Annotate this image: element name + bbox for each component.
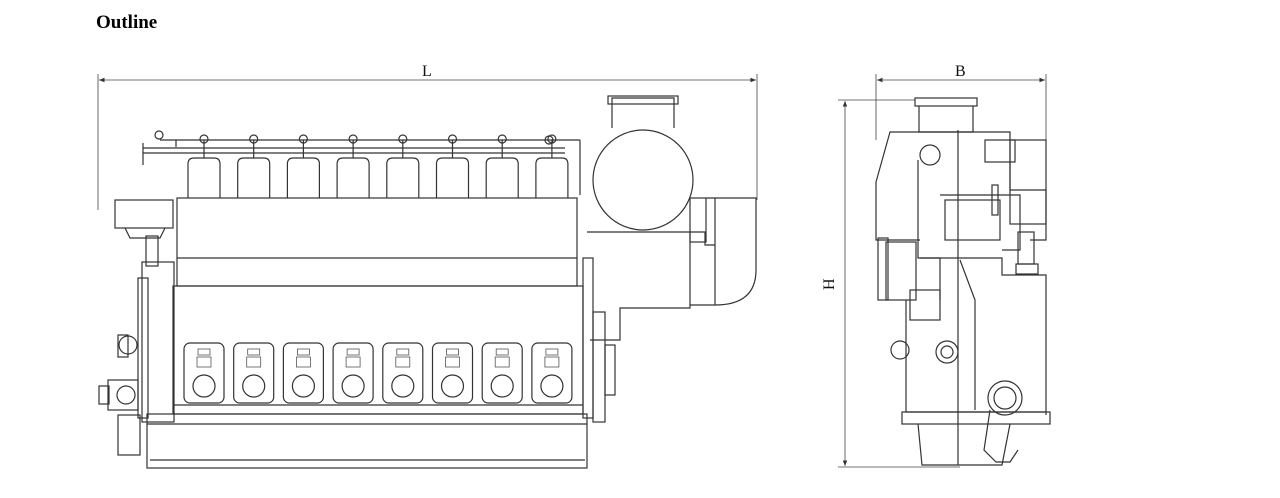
door-tag bbox=[296, 348, 310, 356]
door-cover bbox=[490, 374, 514, 398]
length-label: L bbox=[422, 63, 432, 80]
inspection-door bbox=[382, 342, 424, 404]
door-latch bbox=[395, 356, 411, 368]
cylinder-unit bbox=[233, 134, 275, 404]
cylinder-head bbox=[435, 157, 470, 198]
door-latch bbox=[295, 356, 311, 368]
cylinder-head bbox=[237, 157, 271, 198]
inspection-door bbox=[431, 342, 474, 404]
door-cover bbox=[540, 374, 564, 398]
height-label: H bbox=[821, 278, 838, 290]
inspection-door bbox=[282, 342, 324, 404]
inspection-door bbox=[183, 342, 225, 404]
cylinder-unit bbox=[481, 134, 523, 404]
cylinder-head bbox=[535, 157, 569, 198]
door-latch bbox=[544, 356, 560, 368]
inspection-door bbox=[531, 342, 573, 404]
cylinder-unit bbox=[183, 134, 225, 404]
cylinder-unit bbox=[282, 134, 324, 404]
cylinder-unit bbox=[382, 134, 424, 404]
page-title: Outline bbox=[96, 12, 158, 33]
door-tag bbox=[247, 348, 261, 356]
height-dimension: H bbox=[821, 99, 960, 468]
gauge-icon bbox=[497, 134, 507, 144]
length-dimension: L bbox=[97, 63, 758, 210]
door-cover bbox=[242, 374, 266, 398]
door-latch bbox=[246, 356, 262, 368]
inspection-door bbox=[233, 342, 275, 404]
door-cover bbox=[192, 374, 216, 398]
engine-end-view bbox=[875, 97, 1051, 466]
cylinder-unit bbox=[332, 134, 374, 404]
gauge-icon bbox=[547, 134, 557, 144]
gauge-icon bbox=[249, 134, 259, 144]
inspection-door bbox=[332, 342, 374, 404]
door-latch bbox=[494, 356, 510, 368]
door-tag bbox=[197, 348, 211, 356]
door-tag bbox=[545, 348, 559, 356]
cylinder-row bbox=[183, 134, 573, 404]
door-tag bbox=[346, 348, 360, 356]
cylinder-head bbox=[386, 157, 420, 198]
gauge-icon bbox=[447, 134, 458, 144]
door-tag bbox=[396, 348, 410, 356]
inspection-door bbox=[481, 342, 523, 404]
cylinder-head bbox=[286, 157, 320, 198]
engine-side-view bbox=[98, 95, 757, 469]
cylinder-unit bbox=[531, 134, 573, 404]
door-latch bbox=[196, 356, 212, 368]
door-latch bbox=[345, 356, 361, 368]
door-tag bbox=[495, 348, 509, 356]
cylinder-head bbox=[336, 157, 370, 198]
cylinder-head bbox=[187, 157, 221, 198]
gauge-icon bbox=[348, 134, 358, 144]
breadth-dimension: B bbox=[875, 63, 1047, 140]
door-cover bbox=[440, 374, 465, 398]
cylinder-unit bbox=[431, 134, 474, 404]
gauge-icon bbox=[398, 134, 408, 144]
cylinder-head bbox=[485, 157, 519, 198]
breadth-label: B bbox=[955, 63, 966, 80]
door-tag bbox=[446, 348, 459, 356]
door-latch bbox=[445, 356, 460, 368]
door-cover bbox=[391, 374, 415, 398]
gauge-icon bbox=[199, 134, 209, 144]
door-cover bbox=[291, 374, 315, 398]
gauge-icon bbox=[298, 134, 308, 144]
door-cover bbox=[341, 374, 365, 398]
